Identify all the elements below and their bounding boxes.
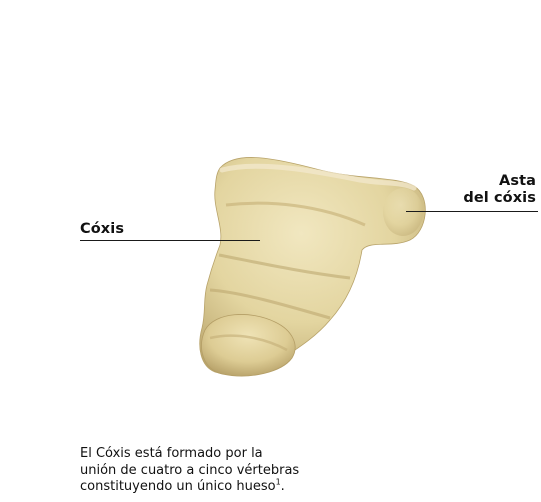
coccyx-lower-segment	[201, 314, 296, 377]
footnote-marker: 1	[275, 477, 281, 487]
caption-line-2: unión de cuatro a cinco vértebras	[80, 462, 300, 478]
caption: El Cóxis está formado por la unión de cu…	[80, 446, 410, 496]
coccygeal-horn	[383, 188, 423, 236]
caption-end-punctuation: .	[280, 479, 285, 494]
asta-leader-line	[406, 211, 538, 212]
asta-label-line1: Asta	[499, 173, 536, 189]
caption-line-3-text: constituyendo un único hueso	[80, 479, 276, 494]
coxis-label: Cóxis	[80, 221, 125, 237]
asta-label-line2: del cóxis	[463, 190, 536, 206]
coxis-leader-line	[80, 240, 260, 241]
caption-line-1: El Cóxis está formado por la	[80, 446, 263, 461]
caption-line-3: constituyendo un único hueso1.	[80, 477, 410, 496]
asta-del-coxis-label: Asta del cóxis	[463, 173, 536, 207]
